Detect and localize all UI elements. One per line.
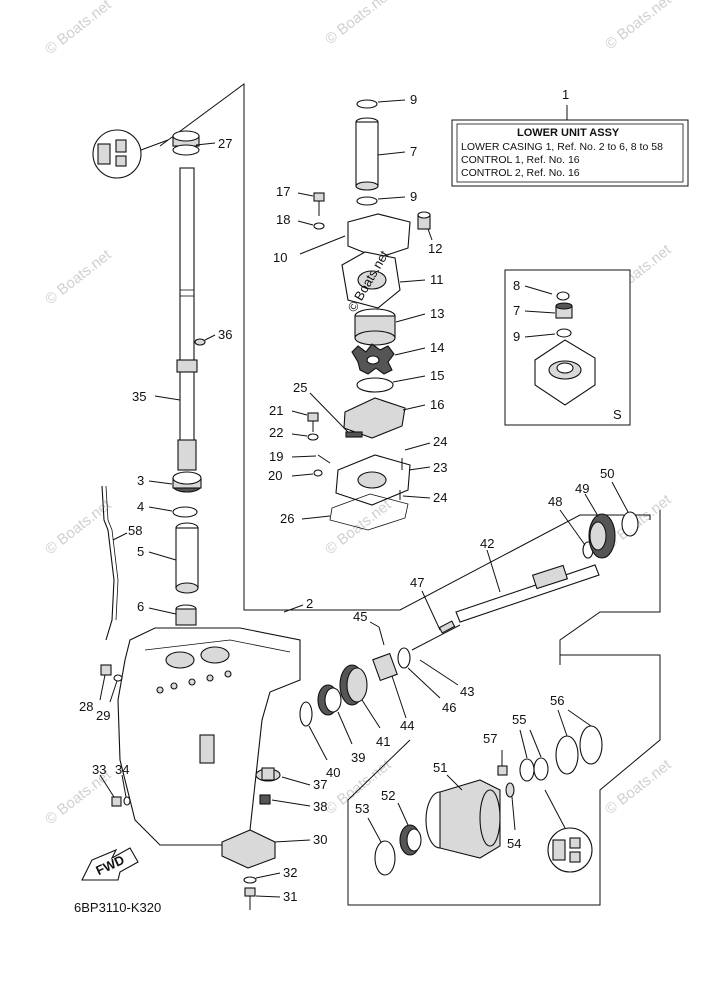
callout-50: 50 [600, 466, 614, 481]
callout-37: 37 [313, 777, 327, 792]
callout-13: 13 [430, 306, 444, 321]
inset-s: 8 7 9 S [504, 269, 631, 426]
callout-40: 40 [326, 765, 340, 780]
callout-2: 2 [306, 596, 313, 611]
callout-34: 34 [115, 762, 129, 777]
callout-24: 24 [433, 490, 447, 505]
callout-10: 10 [273, 250, 287, 265]
group-frames [159, 83, 661, 906]
callout-25: 25 [293, 380, 307, 395]
callout-30: 30 [313, 832, 327, 847]
inset-callout-9: 9 [513, 329, 520, 344]
callout-52: 52 [381, 788, 395, 803]
diagram-code: 6BP3110-K320 [74, 900, 161, 915]
info-box-title: LOWER UNIT ASSY [517, 127, 620, 139]
callout-36: 36 [218, 327, 232, 342]
info-box-line: LOWER CASING 1, Ref. No. 2 to 6, 8 to 58 [461, 141, 663, 153]
callout-53: 53 [355, 801, 369, 816]
callout-27: 27 [218, 136, 232, 151]
callout-58: 58 [128, 523, 142, 538]
inset-letter: S [613, 407, 622, 422]
watermark: © Boats.net [322, 0, 395, 48]
callout-28: 28 [79, 699, 93, 714]
watermark: © Boats.net [42, 0, 115, 58]
callout-3: 3 [137, 473, 144, 488]
watermark: © Boats.net [322, 496, 395, 558]
callout-5: 5 [137, 544, 144, 559]
callout-32: 32 [283, 865, 297, 880]
callout-42: 42 [480, 536, 494, 551]
water-pump-group: 9 7 9 17 18 10 12 11 [268, 92, 447, 531]
callout-6: 6 [137, 599, 144, 614]
callout-22: 22 [269, 425, 283, 440]
drive-shaft-group: 27 35 36 3 4 5 6 [92, 129, 232, 641]
callout-14: 14 [430, 340, 444, 355]
callout-51: 51 [433, 760, 447, 775]
callout-4: 4 [137, 499, 144, 514]
gear-shaft-group: 42 47 45 44 46 43 41 39 40 [299, 466, 639, 876]
callout-21: 21 [269, 403, 283, 418]
callout-47: 47 [410, 575, 424, 590]
inset-callout-8: 8 [513, 278, 520, 293]
callout-48: 48 [548, 494, 562, 509]
callout-15: 15 [430, 368, 444, 383]
callout-23: 23 [433, 460, 447, 475]
callout-43: 43 [460, 684, 474, 699]
callout-16: 16 [430, 397, 444, 412]
callout-9: 9 [410, 92, 417, 107]
callout-1: 1 [562, 87, 569, 102]
callout-39: 39 [351, 750, 365, 765]
watermark: © Boats.net [42, 246, 115, 308]
callout-56: 56 [550, 693, 564, 708]
callout-18: 18 [276, 212, 290, 227]
callout-11: 11 [430, 272, 444, 287]
callout-54: 54 [507, 836, 521, 851]
callout-17: 17 [276, 184, 290, 199]
callout-41: 41 [376, 734, 390, 749]
callout-26: 26 [280, 511, 294, 526]
callout-29: 29 [96, 708, 110, 723]
callout-31: 31 [283, 889, 297, 904]
callout-35: 35 [132, 389, 146, 404]
callout-49: 49 [575, 481, 589, 496]
inset-callout-7: 7 [513, 303, 520, 318]
lower-casing-group: 2 28 29 33 34 37 38 30 32 31 [74, 596, 327, 915]
callout-44: 44 [400, 718, 414, 733]
callout-7: 7 [410, 144, 417, 159]
callout-24: 24 [433, 434, 447, 449]
info-box-line: CONTROL 2, Ref. No. 16 [461, 167, 580, 179]
callout-57: 57 [483, 731, 497, 746]
callout-20: 20 [268, 468, 282, 483]
callout-45: 45 [353, 609, 367, 624]
callout-55: 55 [512, 712, 526, 727]
info-box: 1 LOWER UNIT ASSY LOWER CASING 1, Ref. N… [451, 87, 689, 187]
callout-46: 46 [442, 700, 456, 715]
callout-9: 9 [410, 189, 417, 204]
info-box-line: CONTROL 1, Ref. No. 16 [461, 154, 580, 166]
callout-33: 33 [92, 762, 106, 777]
callout-19: 19 [269, 449, 283, 464]
callout-38: 38 [313, 799, 327, 814]
watermark: © Boats.net [602, 756, 675, 818]
watermark: © Boats.net [602, 0, 675, 53]
callout-12: 12 [428, 241, 442, 256]
